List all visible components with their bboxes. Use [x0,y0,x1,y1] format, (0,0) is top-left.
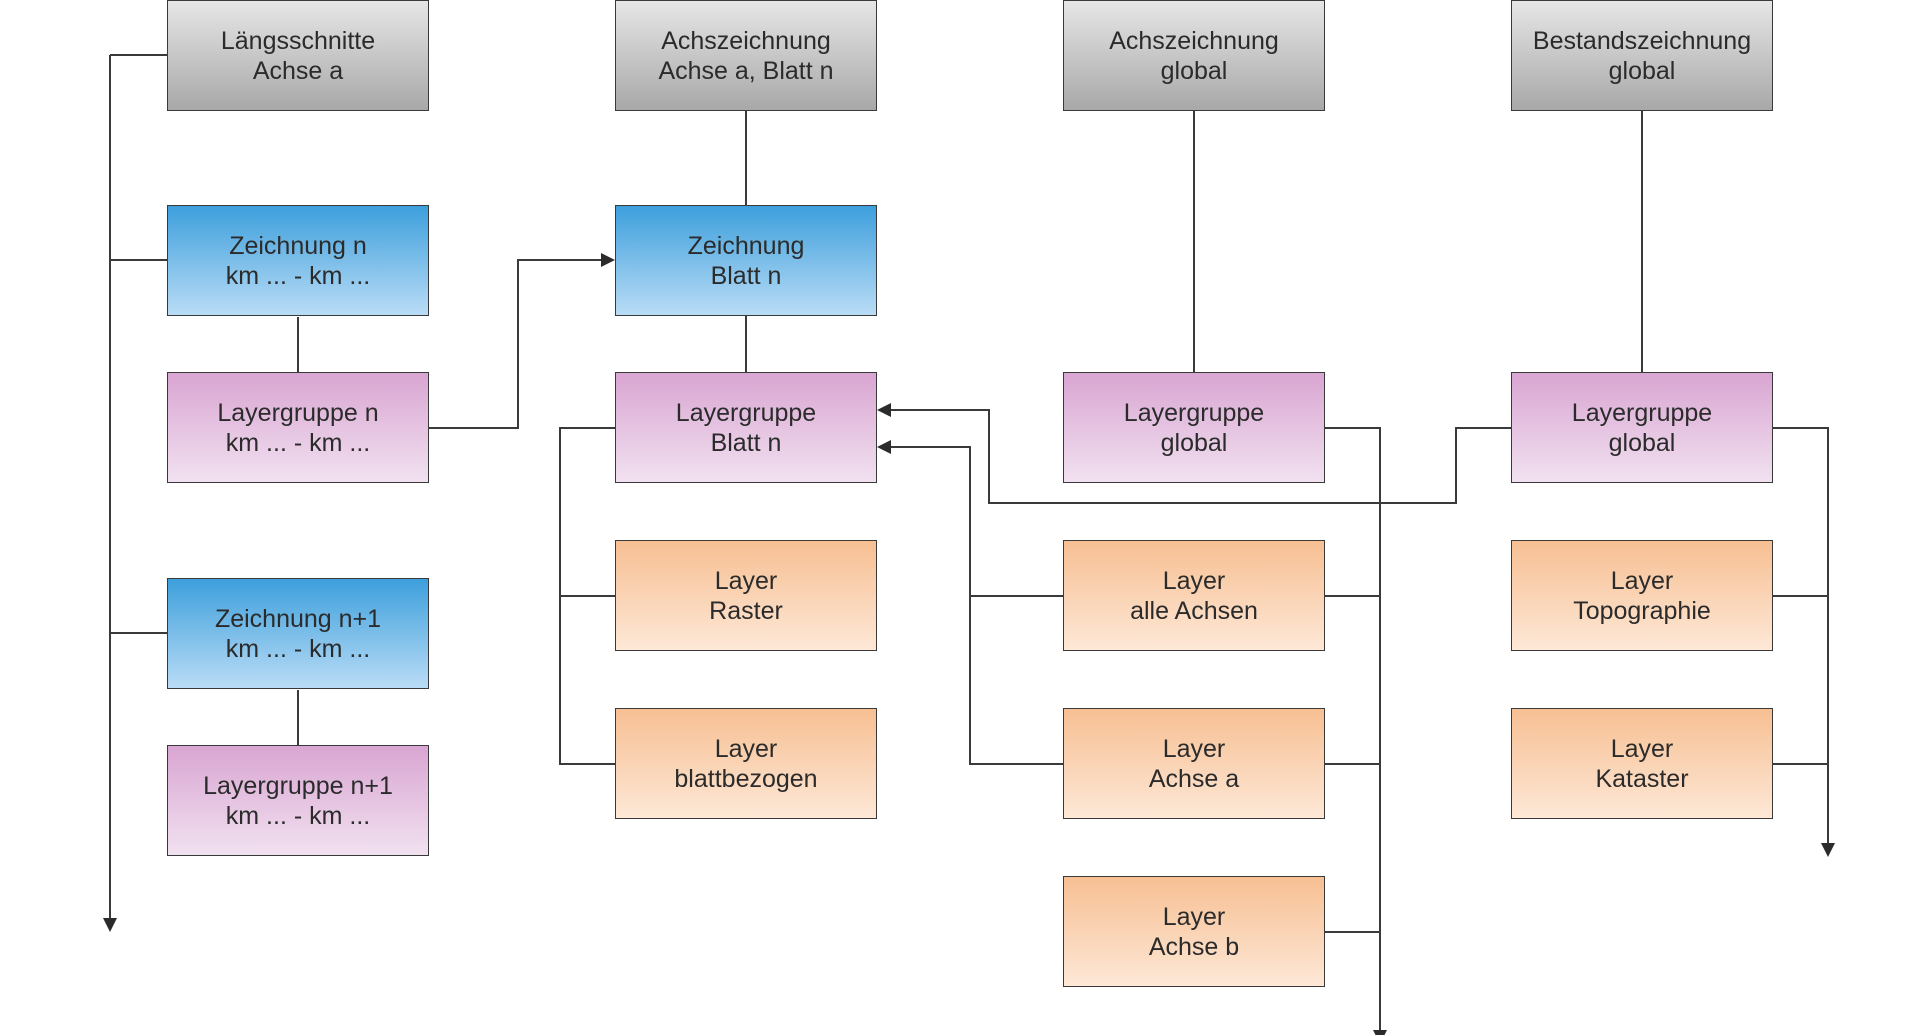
node-label-line2: global [1608,428,1676,457]
node-layergruppe-global-achs: Layergruppe global [1063,372,1325,483]
node-label-line1: Layer [1162,902,1226,931]
connector [1325,427,1381,1030]
arrowhead [1373,1030,1387,1035]
arrowhead [103,918,117,932]
node-layer-blattbezogen: Layer blattbezogen [615,708,877,819]
connector [429,259,601,429]
arrowhead [601,253,615,267]
node-layer-raster: Layer Raster [615,540,877,651]
connector [1773,427,1829,843]
node-label-line1: Achszeichnung [1109,26,1279,55]
node-label-line1: Layergruppe [1571,398,1713,427]
node-label-line2: Achse a [1148,764,1240,793]
node-label-line1: Zeichnung [687,231,805,260]
arrowhead [1821,843,1835,857]
node-label-line2: Achse a, Blatt n [658,56,834,85]
arrowhead [877,403,891,417]
node-label-line2: Raster [709,596,783,625]
node-label-line2: Topographie [1573,596,1711,625]
node-layergruppe-n1: Layergruppe n+1 km ... - km ... [167,745,429,856]
node-label-line1: Layer [1162,734,1226,763]
node-label-line2: km ... - km ... [225,428,371,457]
node-label-line1: Zeichnung n [229,231,367,260]
node-label-line1: Bestandszeichnung [1532,26,1752,55]
node-label-line1: Längsschnitte [220,26,376,55]
node-achszeichnung-global: Achszeichnung global [1063,0,1325,111]
node-layer-kataster: Layer Kataster [1511,708,1773,819]
node-label-line2: global [1160,428,1228,457]
node-label-line1: Layergruppe n+1 [203,771,393,800]
node-label-line1: Layer [1610,734,1674,763]
node-layer-topographie: Layer Topographie [1511,540,1773,651]
arrowhead [877,440,891,454]
node-label-line1: Zeichnung n+1 [214,604,382,633]
node-label-line1: Layer [714,734,778,763]
node-label-line1: Layer [714,566,778,595]
node-label-line1: Layer [1162,566,1226,595]
node-bestandszeichnung-global: Bestandszeichnung global [1511,0,1773,111]
connector [891,446,1063,765]
node-layergruppe-blatt-n: Layergruppe Blatt n [615,372,877,483]
node-laengsschnitte-achse-a: Längsschnitte Achse a [167,0,429,111]
node-layergruppe-global-bestand: Layergruppe global [1511,372,1773,483]
node-label-line1: Layer [1610,566,1674,595]
node-label-line1: Achszeichnung [661,26,831,55]
node-label-line2: alle Achsen [1130,596,1258,625]
node-label-line1: Layergruppe n [217,398,379,427]
node-label-line2: Blatt n [710,428,782,457]
node-label-line1: Layergruppe [1123,398,1265,427]
node-zeichnung-n1: Zeichnung n+1 km ... - km ... [167,578,429,689]
node-label-line2: global [1160,56,1228,85]
node-label-line2: global [1608,56,1676,85]
node-label-line2: Kataster [1595,764,1689,793]
node-label-line2: km ... - km ... [225,634,371,663]
node-achszeichnung-blatt: Achszeichnung Achse a, Blatt n [615,0,877,111]
node-layer-achse-a: Layer Achse a [1063,708,1325,819]
node-label-line1: Layergruppe [675,398,817,427]
node-zeichnung-n: Zeichnung n km ... - km ... [167,205,429,316]
connector [891,409,1511,504]
node-label-line2: km ... - km ... [225,801,371,830]
node-layergruppe-n: Layergruppe n km ... - km ... [167,372,429,483]
node-zeichnung-blatt-n: Zeichnung Blatt n [615,205,877,316]
node-layer-alle-achsen: Layer alle Achsen [1063,540,1325,651]
node-layer-achse-b: Layer Achse b [1063,876,1325,987]
node-label-line2: Blatt n [710,261,782,290]
node-label-line2: km ... - km ... [225,261,371,290]
node-label-line2: Achse a [252,56,344,85]
node-label-line2: Achse b [1148,932,1240,961]
node-label-line2: blattbezogen [674,764,818,793]
